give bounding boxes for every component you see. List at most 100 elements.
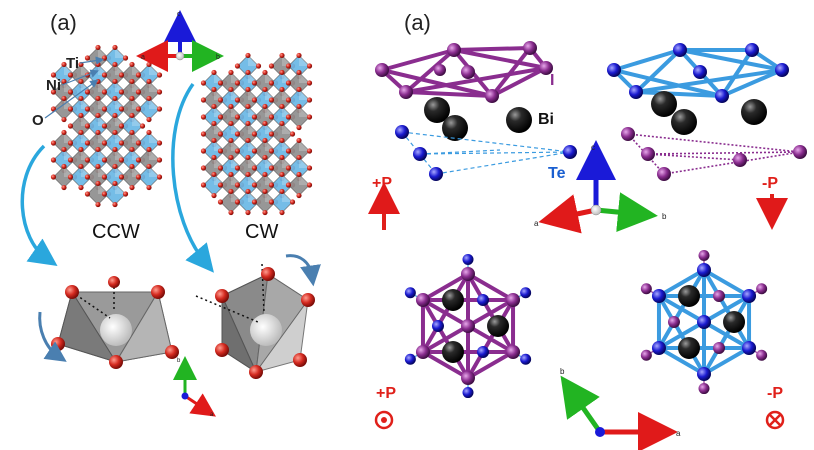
oxygen-atom xyxy=(268,80,275,86)
oxygen-atom xyxy=(61,184,67,191)
octahedron-facet xyxy=(265,89,276,100)
oxygen-atom xyxy=(50,174,57,180)
oxygen-atom xyxy=(262,103,268,110)
octahedron-facet xyxy=(282,72,293,83)
a-axis-arrow xyxy=(538,194,597,234)
octahedron-facet xyxy=(248,89,259,100)
oxygen-atom xyxy=(245,52,251,59)
oxygen-atom xyxy=(228,171,234,178)
octahedron-facet xyxy=(282,123,293,134)
b-axis-label: b xyxy=(216,54,220,61)
rotation-curve-arrow-left xyxy=(20,144,58,266)
oxygen-atom xyxy=(101,191,108,197)
octahedron-facet xyxy=(231,157,242,168)
octahedron-facet xyxy=(81,81,92,92)
oxygen-atom xyxy=(279,52,285,59)
oxygen-atom xyxy=(217,97,224,103)
lattice-bond xyxy=(466,272,515,354)
oxygen-atom xyxy=(279,188,285,195)
oxygen-atom xyxy=(84,89,91,95)
octahedron-facet xyxy=(282,55,293,66)
iodine-atom xyxy=(415,293,430,307)
axis-triad-bottom-left: b a xyxy=(173,356,216,418)
octahedron-facet xyxy=(98,98,109,109)
oxygen-atom xyxy=(234,97,241,103)
bismuth-atom xyxy=(723,311,746,333)
axis-origin xyxy=(175,51,185,61)
octahedron-facet xyxy=(132,149,143,160)
octahedron-facet xyxy=(214,140,225,151)
oxygen-atom xyxy=(234,131,241,137)
oxygen-atom xyxy=(146,146,152,153)
tellurium-atom xyxy=(742,289,757,303)
iodine-atom xyxy=(713,342,726,354)
oxygen-atom xyxy=(261,267,275,281)
oxygen-atom xyxy=(296,124,302,131)
oxygen-atom xyxy=(251,199,258,205)
oxygen-atom xyxy=(296,154,302,161)
rotation-curve-arrow-right xyxy=(171,82,214,273)
iodine-atom xyxy=(756,349,768,361)
oxygen-atom xyxy=(61,61,67,68)
left-panel: (a) Ti Ni O c a b CCW CW xyxy=(20,10,321,418)
oxygen-atom xyxy=(156,72,163,78)
oxygen-atom xyxy=(156,106,163,112)
a-axis-label: a xyxy=(534,219,539,228)
oxygen-atom xyxy=(51,337,65,351)
oxygen-atom xyxy=(285,182,292,188)
octahedron-facet xyxy=(64,81,75,92)
oxygen-atom xyxy=(211,171,217,178)
octahedron-facet xyxy=(299,72,310,83)
ni-center-atom xyxy=(100,314,132,346)
ni-center-atom xyxy=(250,314,282,346)
oxygen-atom xyxy=(122,55,129,61)
oxygen-atom xyxy=(101,72,108,78)
ti-label: Ti xyxy=(66,55,79,72)
oxygen-atom xyxy=(217,131,224,137)
oxygen-atom xyxy=(217,199,224,205)
octahedron-facet xyxy=(248,55,259,66)
oxygen-atom xyxy=(200,165,207,171)
oxygen-atom xyxy=(296,137,302,144)
oxygen-atom xyxy=(268,182,275,188)
octahedron-facet xyxy=(248,72,259,83)
oxygen-atom xyxy=(245,154,251,161)
octahedron-facet xyxy=(98,115,109,126)
oxygen-atom xyxy=(306,80,313,86)
polarization-minus-label: -P xyxy=(762,175,778,192)
oxygen-atom xyxy=(139,123,146,129)
oxygen-atom xyxy=(146,184,152,191)
oxygen-atom xyxy=(279,171,285,178)
octahedron-facet xyxy=(81,115,92,126)
iodine-atom xyxy=(506,345,521,359)
oxygen-atom xyxy=(95,112,101,119)
oxygen-atom xyxy=(245,137,251,144)
oxygen-atom xyxy=(108,276,120,288)
octahedron-facet xyxy=(248,174,259,185)
oxygen-atom xyxy=(217,165,224,171)
octahedron-facet xyxy=(231,89,242,100)
octahedron-facet xyxy=(231,72,242,83)
oxygen-atom xyxy=(251,148,258,154)
bismuth-atom xyxy=(441,341,464,363)
octahedron-facet xyxy=(115,98,126,109)
a-axis-arrow xyxy=(184,393,216,417)
oxygen-atom xyxy=(211,154,217,161)
oxygen-atom xyxy=(118,174,125,180)
oxygen-atom xyxy=(129,146,135,153)
polarization-plus-label: +P xyxy=(372,175,392,192)
c-axis-label: c xyxy=(591,143,595,152)
oxygen-atom xyxy=(215,343,229,357)
octahedron-facet xyxy=(248,157,259,168)
oxygen-atom xyxy=(156,89,163,95)
oxygen-atom xyxy=(228,154,234,161)
oxygen-atom xyxy=(251,165,258,171)
oxygen-atom xyxy=(122,191,129,197)
oxygen-atom xyxy=(279,154,285,161)
octahedron-facet xyxy=(115,115,126,126)
oxygen-atom xyxy=(112,78,118,85)
oxygen-atom xyxy=(118,89,125,95)
a-axis-label: a xyxy=(676,429,681,438)
oxygen-atom xyxy=(217,114,224,120)
